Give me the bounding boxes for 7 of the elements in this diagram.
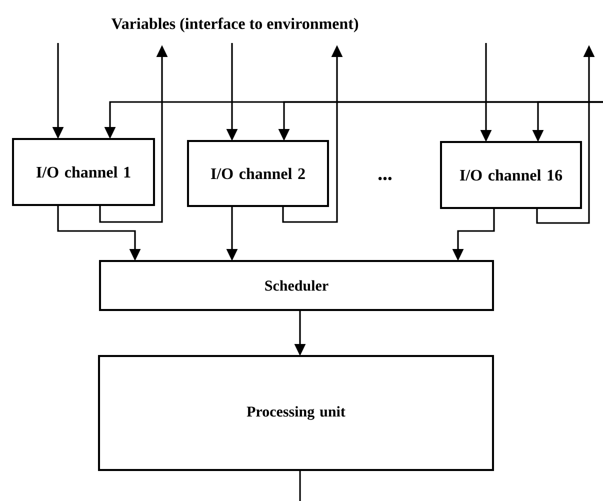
scheduler-box: Scheduler xyxy=(99,260,494,311)
channel-box: I/O channel 16 xyxy=(440,141,582,209)
ellipsis: ••• xyxy=(378,176,392,180)
title: Variables (interface to environment) xyxy=(111,18,358,32)
channel-box: I/O channel 2 xyxy=(187,140,329,207)
channel-box: I/O channel 1 xyxy=(12,138,155,206)
processing-box: Processing unit xyxy=(98,355,494,471)
